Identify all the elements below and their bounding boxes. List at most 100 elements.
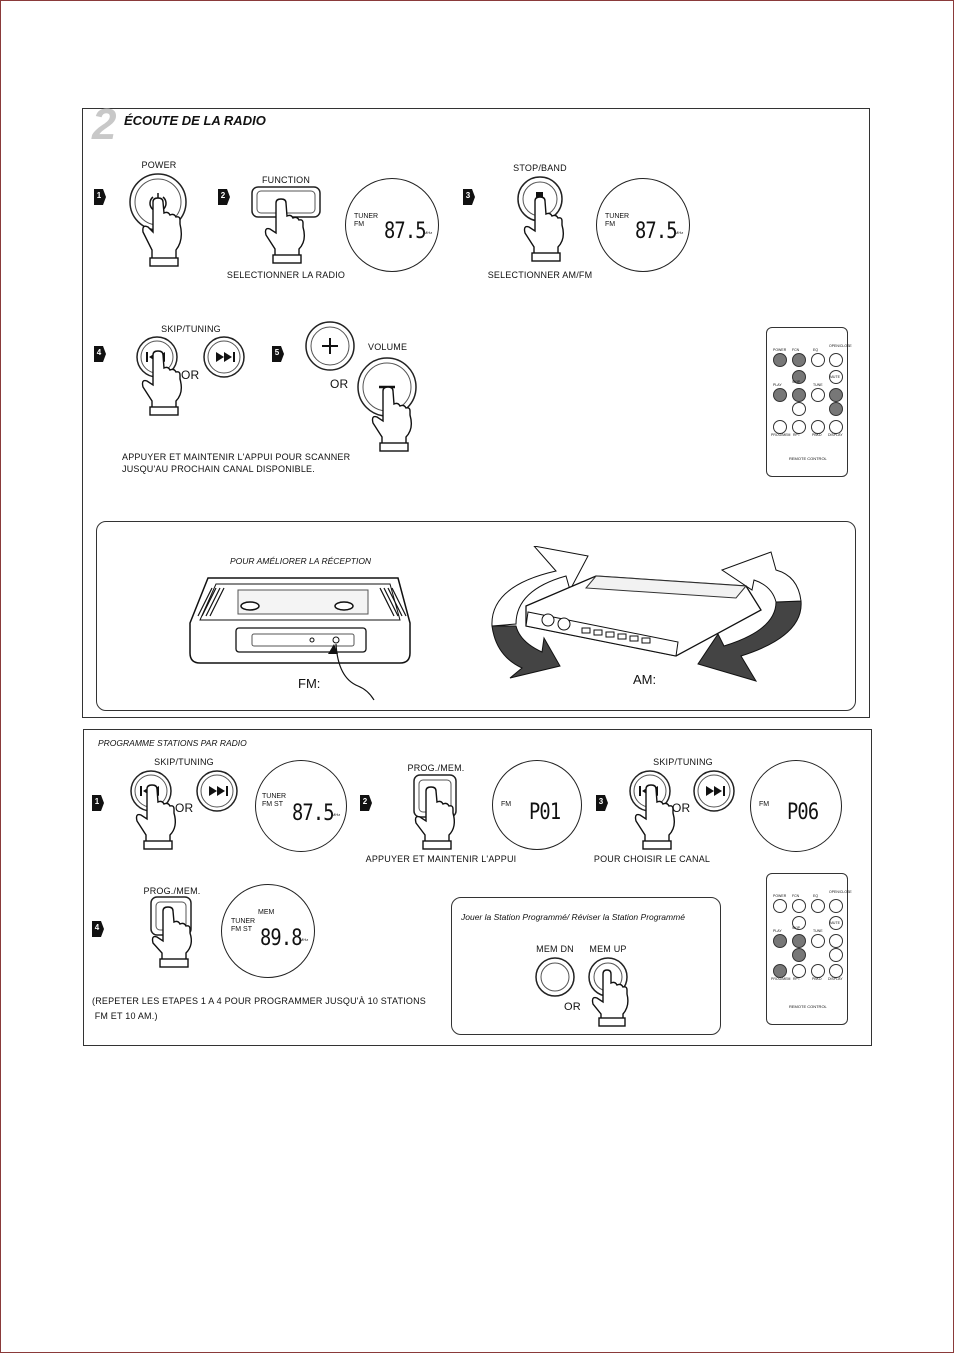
- remote-2-stop-button[interactable]: [792, 916, 806, 930]
- remote-2-power-button[interactable]: [773, 899, 787, 913]
- program-lcd-d: MEM TUNER FM ST 89.8 MHz: [221, 884, 315, 978]
- function-label: FUNCTION: [261, 175, 311, 185]
- program-step-2-marker: 2: [360, 795, 372, 811]
- program-lcd-c: FM P06: [750, 760, 842, 852]
- skip-forward-button[interactable]: [200, 335, 248, 381]
- power-label: POWER: [141, 160, 177, 170]
- remote-tune-button[interactable]: [792, 402, 806, 416]
- step-1-marker: 1: [94, 189, 106, 205]
- skip-or-label: OR: [181, 368, 200, 382]
- step-5-marker: 5: [272, 346, 284, 362]
- remote-2-display-button[interactable]: [829, 964, 843, 978]
- mem-up-button[interactable]: [587, 956, 635, 1032]
- remote-2-prog-mem-button[interactable]: [773, 964, 787, 978]
- hand-icon: [523, 196, 565, 262]
- program-skip-or-label-2: OR: [672, 801, 691, 815]
- hand-icon: [142, 197, 183, 267]
- remote-vol-up-button[interactable]: [829, 388, 843, 402]
- section-title: ÉCOUTE DE LA RADIO: [124, 113, 266, 128]
- program-prog-mem-button-2[interactable]: [147, 895, 207, 971]
- program-choose-caption: POUR CHOISIR LE CANAL: [593, 854, 711, 864]
- hand-icon: [371, 386, 413, 452]
- program-section-panel: [83, 729, 872, 1046]
- step-4-marker: 4: [94, 346, 106, 362]
- hand-icon: [591, 969, 629, 1027]
- remote-vol-down-button[interactable]: [829, 402, 843, 416]
- remote-function-button[interactable]: [792, 353, 806, 367]
- fm-label: FM:: [298, 676, 321, 691]
- mem-dn-button[interactable]: [534, 956, 576, 998]
- volume-up-button[interactable]: [304, 320, 356, 372]
- program-lcd-b: FM P01: [492, 760, 582, 850]
- remote-display-button[interactable]: [829, 420, 843, 434]
- repeat-note-line-2: FM ET 10 AM.): [92, 1011, 158, 1021]
- remote-play-pause-button[interactable]: [792, 388, 806, 402]
- remote-2-mute-button[interactable]: [829, 916, 843, 930]
- remote-eq-button[interactable]: [811, 353, 825, 367]
- function-button[interactable]: [250, 185, 324, 265]
- am-rotation-illustration: [491, 546, 802, 682]
- program-prog-mem-button[interactable]: [410, 773, 470, 853]
- remote-control-1: POWER FCN EQ OPEN/CLOSE PLAY SKIP TUNE M…: [766, 327, 852, 477]
- skip-back-button[interactable]: [133, 335, 193, 420]
- remote-2-skip-back-button[interactable]: [773, 934, 787, 948]
- hand-icon: [135, 784, 177, 850]
- mem-or-label: OR: [564, 1001, 581, 1013]
- repeat-note-line-1: (REPETER LES ETAPES 1 A 4 POUR PROGRAMME…: [92, 996, 426, 1006]
- remote-prog-mem-button[interactable]: [773, 420, 787, 434]
- reception-title: POUR AMÉLIORER LA RÉCEPTION: [230, 556, 372, 566]
- stop-band-label: STOP/BAND: [513, 163, 567, 173]
- remote-2-tune-button[interactable]: [792, 948, 806, 962]
- scan-note-line-2: JUSQU'AU PROCHAIN CANAL DISPONIBLE.: [122, 464, 315, 474]
- remote-control-2: POWER FCN EQ OPEN/CLOSE PLAY SKIP TUNE M…: [766, 873, 852, 1025]
- program-hold-caption: APPUYER ET MAINTENIR L'APPUI: [365, 854, 517, 864]
- hand-icon: [634, 784, 676, 850]
- program-prog-mem-label: PROG./MEM.: [407, 763, 465, 773]
- remote-skip-back-button[interactable]: [773, 388, 787, 402]
- hand-icon: [264, 198, 306, 264]
- remote-skip-forward-button[interactable]: [811, 388, 825, 402]
- remote-repeat-button[interactable]: [792, 420, 806, 434]
- program-skip-tuning-label-2: SKIP/TUNING: [653, 757, 713, 767]
- mem-dn-label: MEM DN: [536, 944, 574, 954]
- reception-box: [96, 521, 856, 711]
- program-skip-tuning-label: SKIP/TUNING: [154, 757, 214, 767]
- play-review-box: [451, 897, 721, 1035]
- program-skip-back-button-2[interactable]: [626, 769, 686, 854]
- remote-pbkd-button[interactable]: [811, 420, 825, 434]
- program-skip-back-button[interactable]: [127, 769, 187, 854]
- stop-band-caption: SELECTIONNER AM/FM: [487, 270, 593, 280]
- power-button[interactable]: [128, 172, 190, 272]
- program-prog-mem-label-2: PROG./MEM.: [143, 886, 201, 896]
- program-skip-forward-button[interactable]: [193, 769, 241, 815]
- remote-2-open-close-button[interactable]: [829, 899, 843, 913]
- volume-or-label: OR: [330, 377, 349, 391]
- remote-2-play-pause-button[interactable]: [792, 934, 806, 948]
- lcd-display-2: TUNER FM 87.5 MHz: [596, 178, 690, 272]
- play-review-title: Jouer la Station Programmé/ Réviser la S…: [461, 912, 685, 922]
- fm-antenna-illustration: [189, 577, 411, 701]
- stop-band-button[interactable]: [512, 175, 574, 265]
- step-2-marker: 2: [218, 189, 230, 205]
- volume-label: VOLUME: [368, 342, 408, 352]
- remote-stop-button[interactable]: [792, 370, 806, 384]
- remote-2-function-button[interactable]: [792, 899, 806, 913]
- volume-down-button[interactable]: [357, 355, 423, 460]
- remote-2-vol-up-button[interactable]: [829, 934, 843, 948]
- remote-2-eq-button[interactable]: [811, 899, 825, 913]
- remote-2-repeat-button[interactable]: [792, 964, 806, 978]
- scan-note-line-1: APPUYER ET MAINTENIR L'APPUI POUR SCANNE…: [122, 452, 351, 462]
- remote-2-pbkd-button[interactable]: [811, 964, 825, 978]
- program-skip-forward-button-2[interactable]: [690, 769, 738, 815]
- hand-icon: [414, 786, 456, 850]
- program-title: PROGRAMME STATIONS PAR RADIO: [98, 738, 247, 748]
- remote-open-close-button[interactable]: [829, 353, 843, 367]
- remote-2-skip-forward-button[interactable]: [811, 934, 825, 948]
- step-3-marker: 3: [463, 189, 475, 205]
- section-number: 2: [92, 100, 117, 149]
- remote-2-vol-down-button[interactable]: [829, 948, 843, 962]
- radio-section-panel: [82, 108, 870, 718]
- remote-power-button[interactable]: [773, 353, 787, 367]
- program-step-3-marker: 3: [596, 795, 608, 811]
- remote-mute-button[interactable]: [829, 370, 843, 384]
